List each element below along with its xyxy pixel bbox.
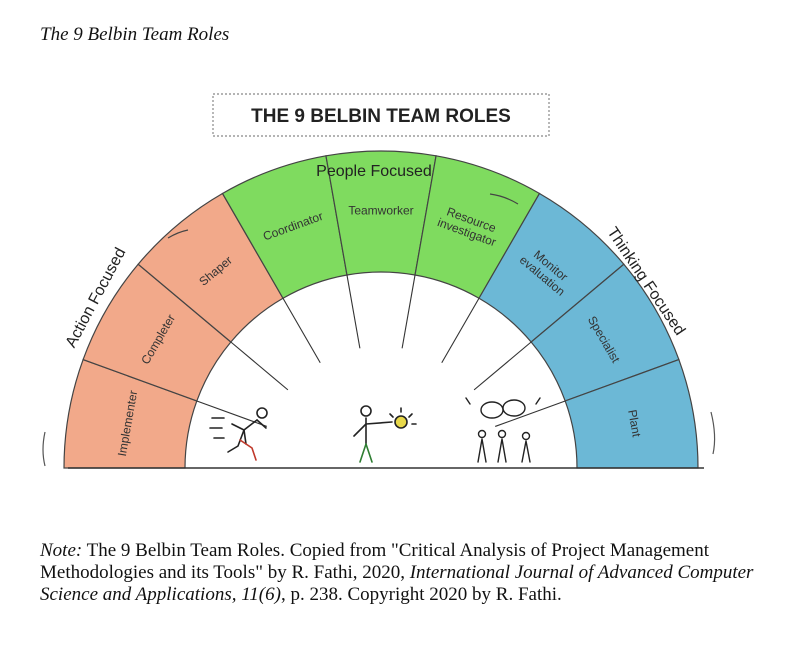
discussion-group-icon (465, 397, 541, 463)
group-tick-action (167, 229, 189, 239)
group-label-people: People Focused (316, 163, 432, 180)
spoke-line (346, 274, 361, 349)
spoke-line (495, 400, 566, 427)
spoke-line (282, 297, 321, 364)
note-text-2: , p. 238. Copyright 2020 by R. Fathi. (280, 584, 562, 605)
spoke-line (441, 297, 480, 364)
spoke-line (473, 341, 532, 391)
figure-note: Note: The 9 Belbin Team Roles. Copied fr… (40, 540, 760, 606)
idea-person-icon (353, 405, 417, 463)
role-label-plant: Plant (625, 409, 644, 439)
running-person-icon (209, 407, 268, 461)
note-journal: International Journal of Advanced Comput… (40, 562, 754, 605)
spoke-line (401, 274, 416, 349)
role-label-teamworker: Teamworker (348, 204, 413, 218)
header-title: THE 9 BELBIN TEAM ROLES (251, 106, 511, 127)
left-bracket (42, 431, 46, 467)
role-segments (63, 150, 699, 469)
note-prefix: Note: (40, 540, 83, 561)
right-bracket (710, 411, 716, 455)
spoke-line (230, 341, 289, 391)
note-text-1: The 9 Belbin Team Roles. Copied from "Cr… (40, 540, 710, 583)
figure-caption: The 9 Belbin Team Roles (40, 24, 230, 45)
group-tick-thinking (489, 193, 519, 205)
header-box (212, 93, 550, 137)
